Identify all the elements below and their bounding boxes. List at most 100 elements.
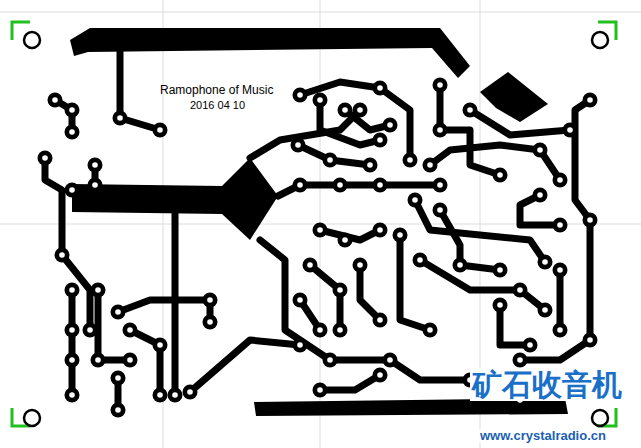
drill-hole [207,297,213,303]
solder-pad [453,258,468,273]
drill-hole [557,177,563,183]
drill-hole [42,155,48,161]
solder-pad [65,353,80,368]
solder-pad [383,118,398,133]
drill-hole [557,327,563,333]
solder-pad [373,313,388,328]
solder-pad [333,283,348,298]
solder-pad [111,403,126,418]
pads [38,78,598,418]
corner-marks [12,22,616,426]
solder-pad [413,253,428,268]
solder-pad [333,178,348,193]
solder-pad [353,258,368,273]
drill-hole [537,147,543,153]
solder-pad [291,138,306,153]
drill-hole [157,392,163,398]
drill-hole [437,182,443,188]
mounting-holes [24,32,608,426]
solder-pad [583,93,598,108]
drill-hole [297,342,303,348]
solder-pad [55,248,70,263]
drill-hole [52,97,58,103]
solder-pad [513,353,528,368]
solder-pad [583,213,598,228]
solder-pad [523,338,538,353]
drill-hole [567,127,573,133]
drill-hole [407,157,413,163]
drill-hole [187,389,193,395]
drill-hole [587,97,593,103]
drill-hole [417,257,423,263]
solder-pad [48,93,63,108]
solder-pad [113,111,128,126]
watermark: 矿石收音机 [470,368,624,401]
drill-hole [387,122,393,128]
solder-pad [433,203,448,218]
solder-pad [553,218,568,233]
solder-pad [88,178,103,193]
drill-hole [117,115,123,121]
solder-pad [153,338,168,353]
solder-pad [38,151,53,166]
solder-pad [533,143,548,158]
solder-pad [563,123,578,138]
drill-hole [337,287,343,293]
drill-hole [172,392,178,398]
solder-pad [91,283,106,298]
drill-hole [157,342,163,348]
drill-hole [457,262,463,268]
drill-hole [377,227,383,233]
board-date: 2016 04 10 [190,99,245,111]
solder-pad [65,323,80,338]
drill-hole [497,267,503,273]
drill-hole [542,259,548,265]
drill-hole [587,217,593,223]
drill-hole [557,267,563,273]
drill-hole [427,327,433,333]
solder-pad [65,125,80,140]
solder-pad [373,133,388,148]
drill-hole [69,187,75,193]
drill-hole [95,287,101,293]
drill-hole [427,162,433,168]
solder-pad [83,323,98,338]
drill-hole [69,357,75,363]
solder-pad [123,323,138,338]
solder-pad [183,385,198,400]
solder-pad [553,263,568,278]
solder-pad [293,88,308,103]
drill-hole [327,157,333,163]
drill-hole [69,129,75,135]
drill-hole [327,357,333,363]
solder-pad [323,153,338,168]
drill-hole [95,357,101,363]
solder-pad [203,315,218,330]
solder-pad [111,371,126,386]
drill-hole [92,182,98,188]
solder-pad [373,223,388,238]
solder-pad [293,178,308,193]
solder-pad [533,188,548,203]
drill-hole [377,317,383,323]
drill-hole [157,127,163,133]
solder-pad [423,323,438,338]
drill-hole [87,327,93,333]
solder-pad [203,293,218,308]
watermark-url: www.crystalradio.cn [478,429,608,443]
drill-hole [317,97,323,103]
solder-pad [293,293,308,308]
drill-hole [297,182,303,188]
solder-pad [91,353,106,368]
solder-pad [123,353,138,368]
solder-pad [338,233,353,248]
drill-hole [69,287,75,293]
solder-pad [65,283,80,298]
solder-pad [493,298,508,313]
drill-hole [59,252,65,258]
drill-hole [537,192,543,198]
drill-hole [307,262,313,268]
drill-hole [207,319,213,325]
solder-pad [383,353,398,368]
